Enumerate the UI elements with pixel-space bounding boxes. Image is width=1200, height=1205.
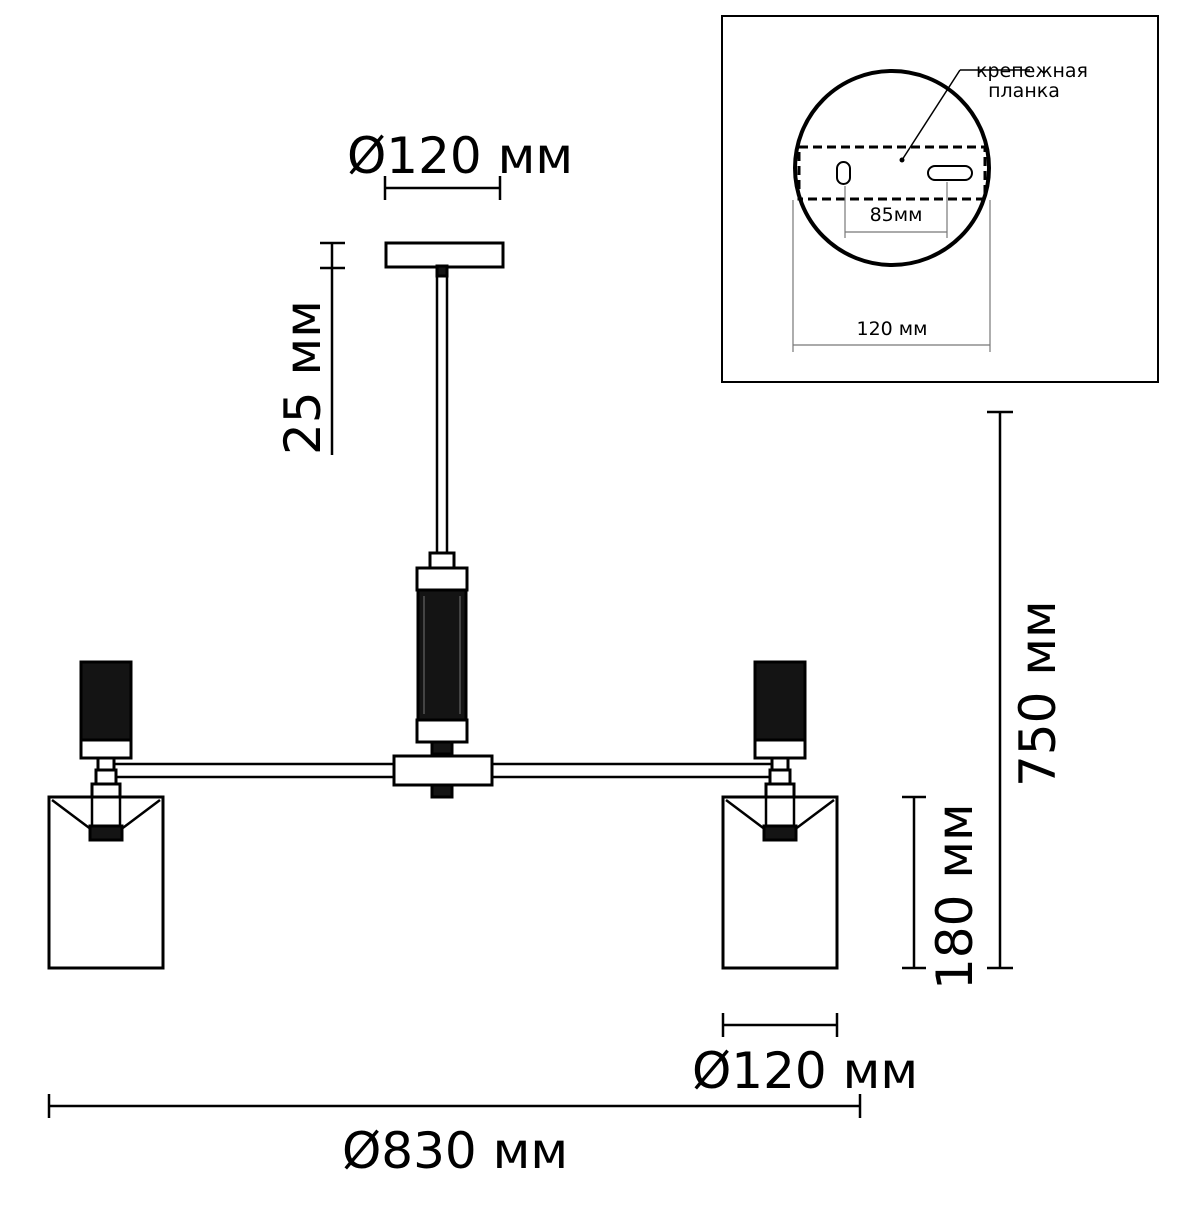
mounting-bracket (797, 145, 987, 201)
total-height-dimension: 750 мм (987, 410, 1067, 970)
total-diameter-dimension: Ø830 мм (47, 1094, 862, 1180)
plate-width-label: 120 мм (857, 318, 928, 340)
central-column (415, 566, 469, 756)
screw-slot-left (836, 161, 851, 185)
shade-height-dimension: 180 мм (902, 795, 984, 990)
shade-height-label: 180 мм (926, 803, 984, 990)
right-lamp (721, 660, 839, 970)
total-diameter-label: Ø830 мм (342, 1122, 568, 1180)
shade-diameter-dimension: Ø120 мм (692, 1013, 918, 1100)
mounting-plate-inset: крепежная планка 85мм 120 мм (721, 15, 1159, 383)
canopy-height-label: 25 мм (274, 300, 332, 455)
canopy-diameter-label: Ø120 мм (347, 127, 573, 185)
left-lamp (47, 660, 165, 970)
total-height-label: 750 мм (1009, 600, 1067, 787)
canopy-diameter-dimension: Ø120 мм (347, 127, 573, 200)
horizontal-arm (110, 754, 775, 799)
screw-slot-right (927, 165, 973, 181)
bracket-label-line2: планка (988, 80, 1060, 102)
bracket-label-line1: крепежная (976, 60, 1088, 82)
canopy-height-dimension: 25 мм (274, 241, 345, 455)
ceiling-canopy (384, 241, 505, 571)
canopy-circle (793, 69, 991, 267)
shade-diameter-label: Ø120 мм (692, 1042, 918, 1100)
hole-spacing-label: 85мм (870, 204, 923, 226)
